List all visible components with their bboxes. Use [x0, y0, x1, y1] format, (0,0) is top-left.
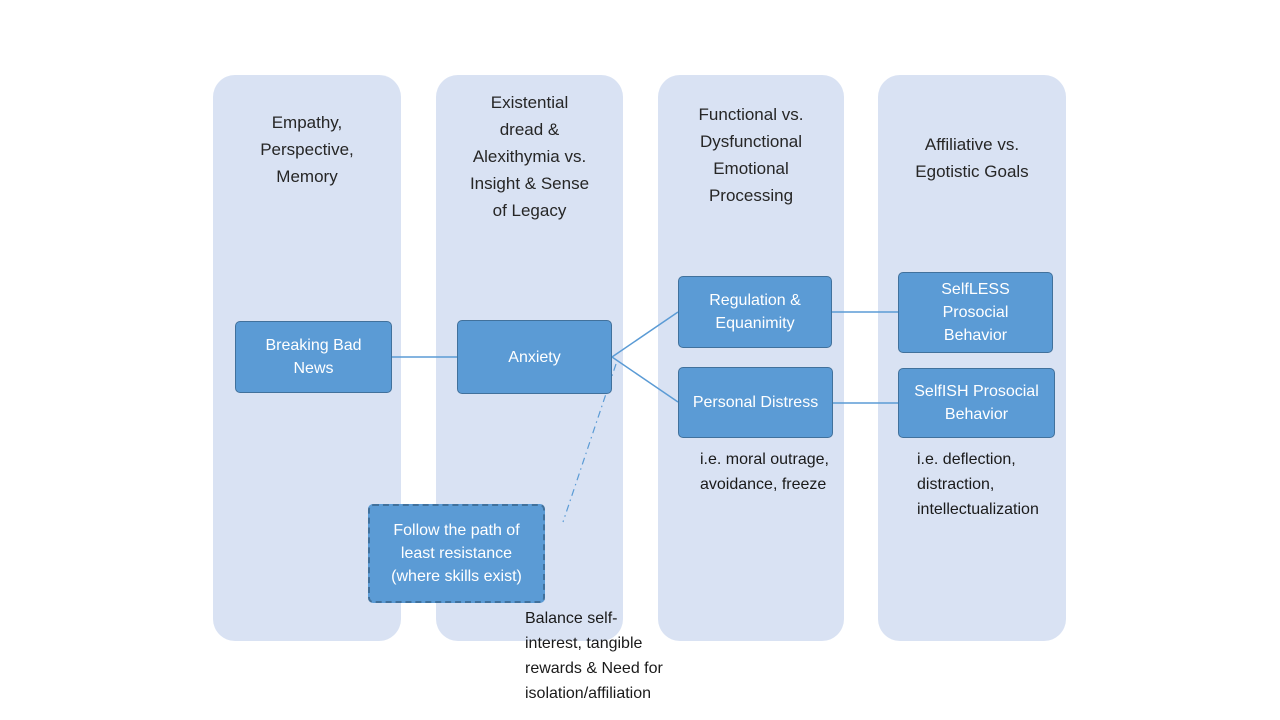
box-selfish-prosocial-behavior: SelfISH Prosocial Behavior [898, 368, 1055, 438]
annotation-balance-note: Balance self- interest, tangible rewards… [525, 610, 663, 702]
annotation-egotistic-examples: i.e. deflection, distraction, intellectu… [917, 451, 1039, 518]
column-title: Existential dread & Alexithymia vs. Insi… [469, 93, 590, 220]
column-goals: Affiliative vs. Egotistic Goals [878, 75, 1066, 641]
box-selfless-prosocial-behavior: SelfLESS Prosocial Behavior [898, 272, 1053, 353]
column-title: Functional vs. Dysfunctional Emotional P… [698, 105, 804, 205]
box-breaking-bad-news: Breaking Bad News [235, 321, 392, 393]
column-title: Affiliative vs. Egotistic Goals [915, 135, 1029, 181]
box-regulation-equanimity: Regulation & Equanimity [678, 276, 832, 348]
column-emotional-processing: Functional vs. Dysfunctional Emotional P… [658, 75, 844, 641]
box-anxiety: Anxiety [457, 320, 612, 394]
annotation-dysfunctional-examples: i.e. moral outrage, avoidance, freeze [700, 451, 829, 493]
box-follow-path-least-resistance: Follow the path of least resistance (whe… [368, 504, 545, 603]
column-title: Empathy, Perspective, Memory [260, 113, 354, 186]
box-personal-distress: Personal Distress [678, 367, 833, 438]
